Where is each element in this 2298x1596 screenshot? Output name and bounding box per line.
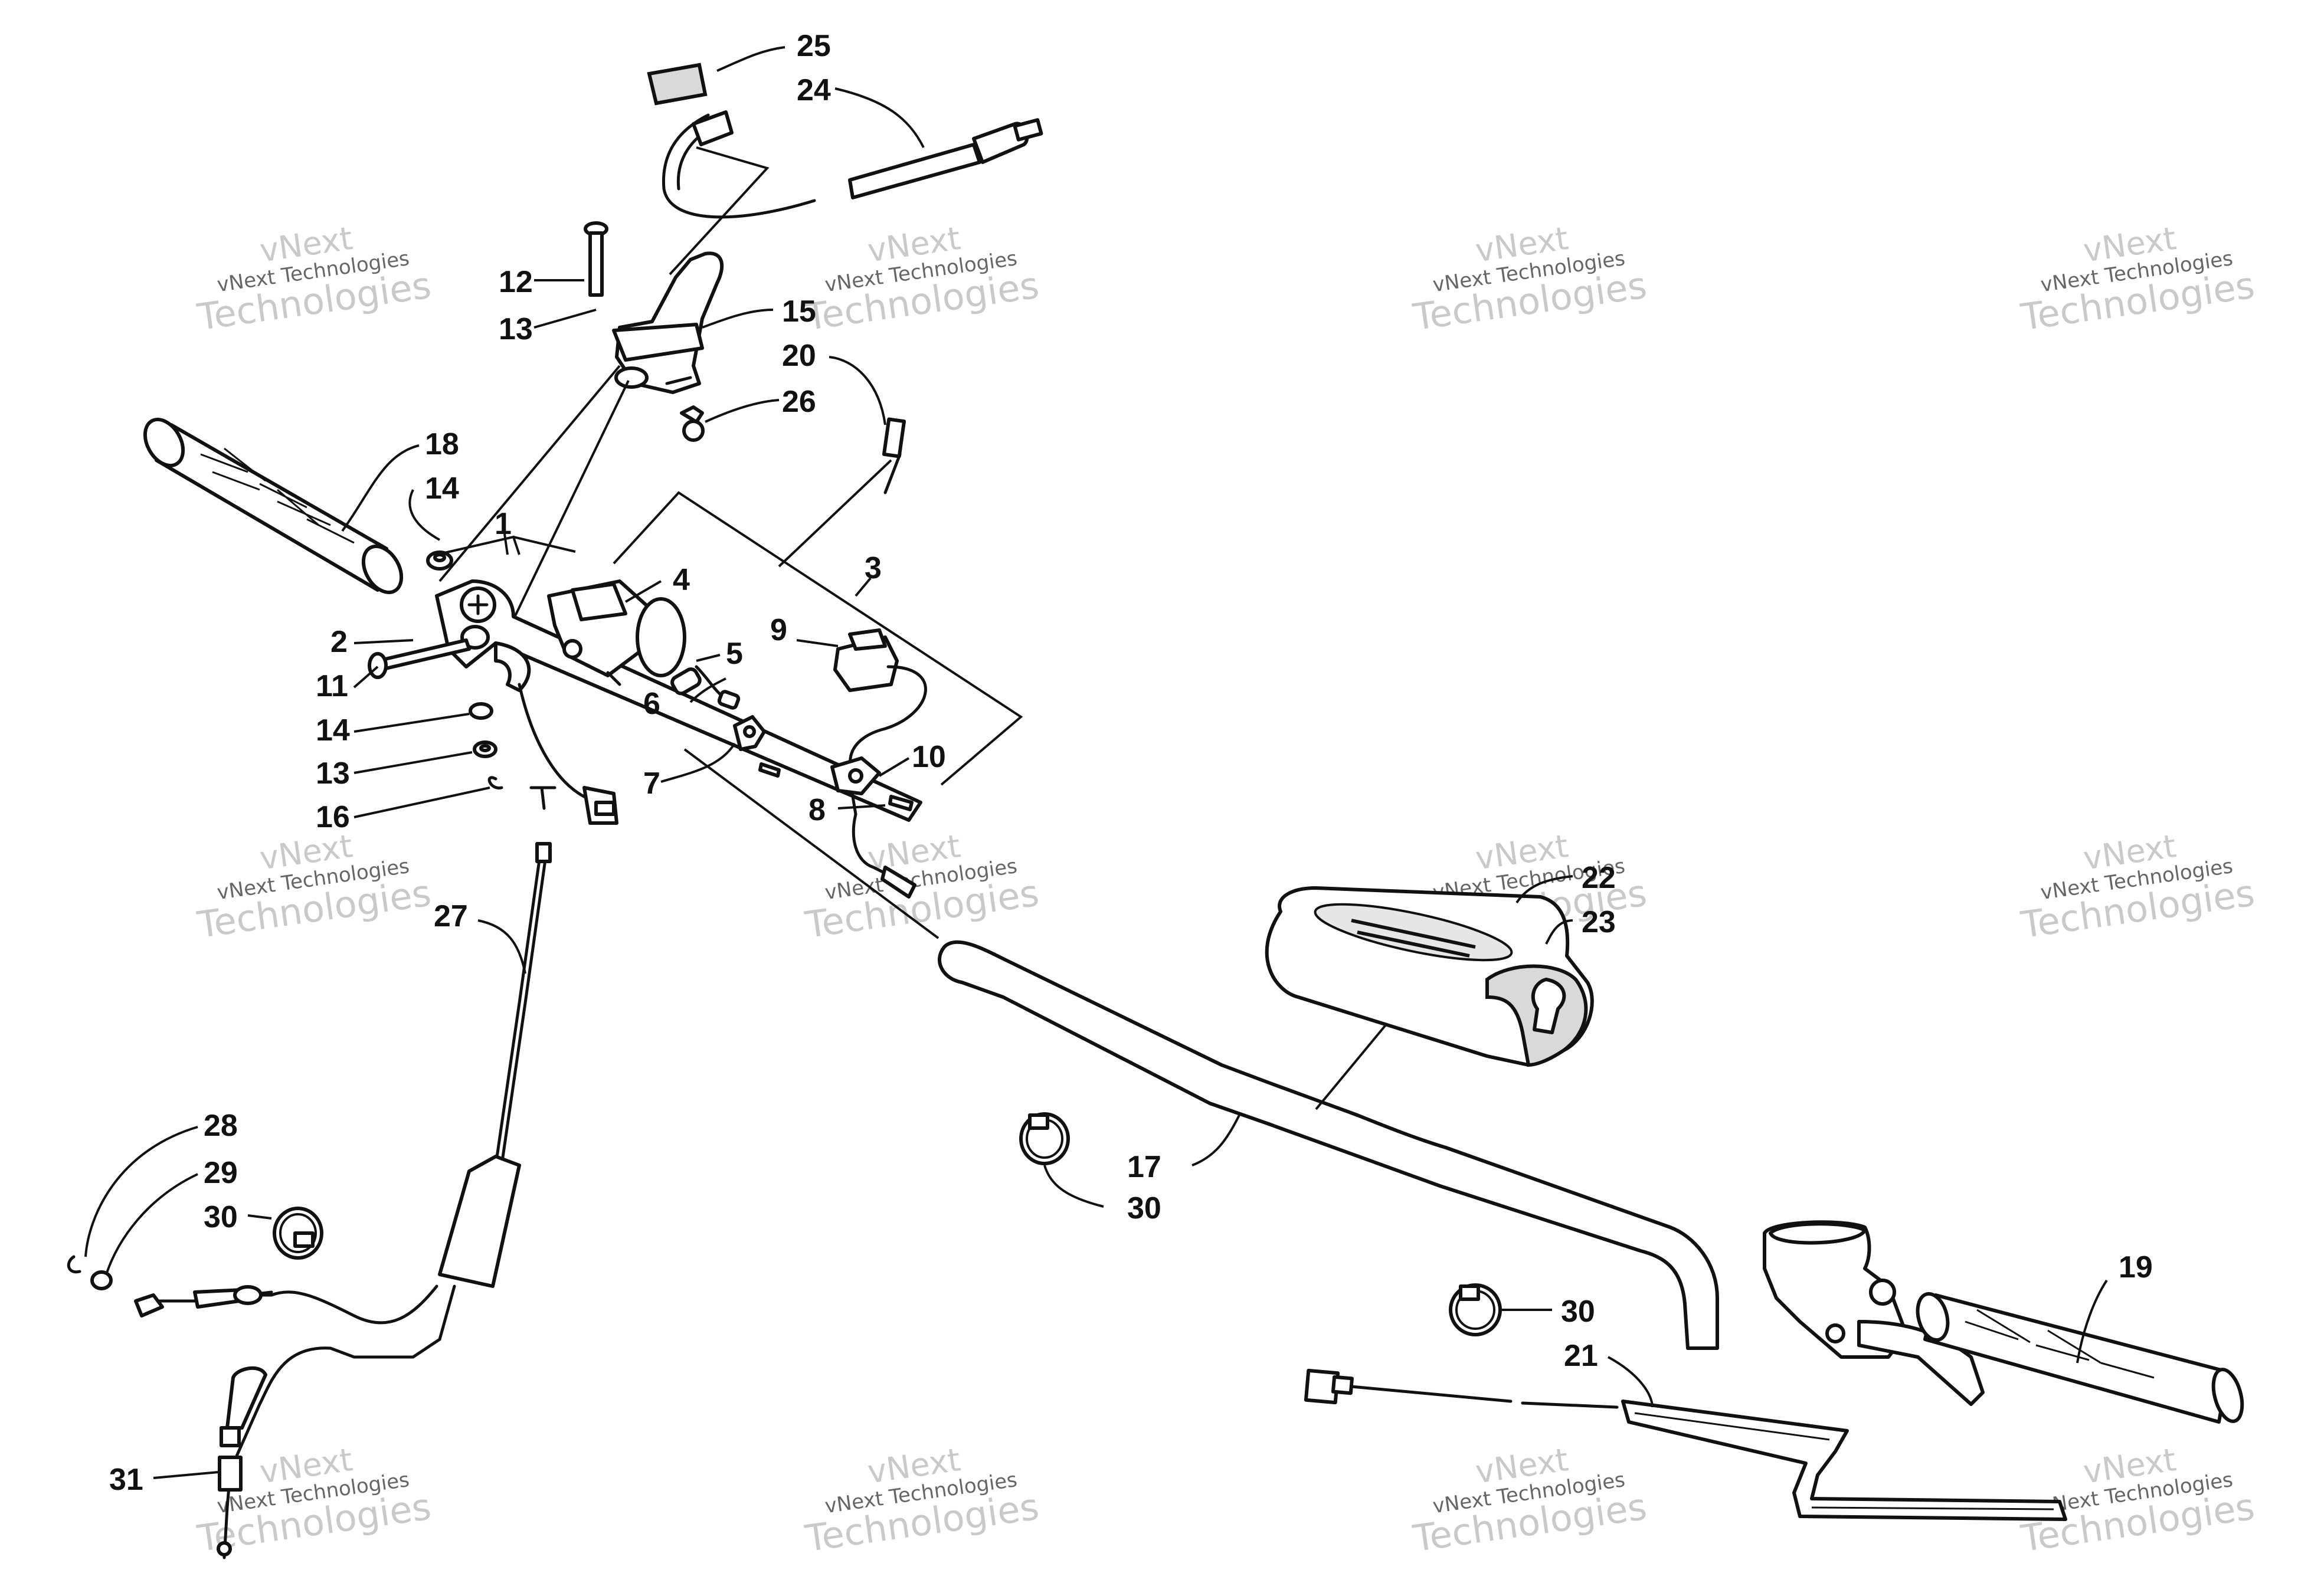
callout-29: 29 bbox=[204, 1156, 238, 1190]
callout-15: 15 bbox=[782, 294, 816, 329]
part-clamp bbox=[1019, 1112, 1070, 1165]
part-handlebar bbox=[937, 940, 1719, 1350]
callout-17: 17 bbox=[1127, 1150, 1161, 1184]
callout-12: 12 bbox=[499, 265, 533, 299]
callout-22: 22 bbox=[1582, 861, 1616, 895]
part-crossbar-pad bbox=[1265, 886, 1594, 1067]
part-brake-master-cylinder bbox=[1763, 1220, 1985, 1406]
callout-7: 7 bbox=[643, 766, 660, 801]
callout-19: 19 bbox=[2119, 1250, 2153, 1284]
callout-6: 6 bbox=[643, 687, 660, 721]
part-nut bbox=[680, 405, 705, 442]
callout-2: 2 bbox=[330, 625, 348, 659]
assembly-bracket-line bbox=[438, 365, 621, 582]
callout-28: 28 bbox=[204, 1109, 238, 1143]
part-switch-assembly bbox=[547, 579, 686, 686]
callout-31: 31 bbox=[109, 1463, 143, 1497]
part-clip bbox=[733, 715, 766, 751]
callout-30a: 30 bbox=[204, 1200, 238, 1234]
part-cable-ring bbox=[90, 1270, 113, 1290]
watermark: vNext vNext Technologies Technologies bbox=[2018, 219, 2257, 339]
part-pad bbox=[647, 63, 708, 106]
part-heater-element bbox=[1304, 1368, 2067, 1521]
watermark: vNext vNext Technologies Technologies bbox=[194, 219, 434, 339]
callout-20: 20 bbox=[782, 339, 816, 373]
assembly-bracket-line bbox=[613, 491, 1023, 786]
callout-1: 1 bbox=[495, 507, 512, 541]
callout-13b: 13 bbox=[316, 756, 350, 791]
callout-labels: 25 24 12 13 15 20 26 18 14 1 4 3 5 9 6 7… bbox=[109, 29, 2153, 1497]
callout-27: 27 bbox=[434, 899, 468, 933]
watermark: vNext vNext Technologies Technologies bbox=[1410, 219, 1649, 339]
part-throttle-cable bbox=[134, 786, 557, 1559]
part-throttle-housing bbox=[435, 579, 922, 822]
callout-14: 14 bbox=[425, 471, 459, 506]
callout-26: 26 bbox=[782, 385, 816, 419]
callout-11: 11 bbox=[316, 669, 348, 703]
callout-10: 10 bbox=[912, 740, 946, 774]
assembly-bracket-line bbox=[669, 146, 770, 276]
part-clamp bbox=[1449, 1283, 1502, 1336]
assembly-bracket-line bbox=[683, 748, 940, 939]
part-screw bbox=[368, 638, 471, 679]
part-e-clip bbox=[487, 776, 503, 789]
callout-25: 25 bbox=[797, 29, 831, 63]
assembly-bracket-line bbox=[512, 380, 630, 620]
callout-24: 24 bbox=[797, 73, 831, 107]
part-screw-small bbox=[758, 762, 914, 811]
watermark: vNext vNext Technologies Technologies bbox=[802, 219, 1042, 339]
callout-5: 5 bbox=[726, 637, 743, 671]
watermark: vNext vNext Technologies Technologies bbox=[802, 827, 1042, 946]
part-kill-switch bbox=[833, 628, 927, 899]
watermark: vNext vNext Technologies Technologies bbox=[194, 827, 434, 946]
callout-3: 3 bbox=[865, 551, 882, 585]
callout-4: 4 bbox=[673, 563, 690, 597]
part-pin bbox=[584, 221, 608, 297]
part-cable-clip bbox=[67, 1255, 81, 1274]
leader-lines bbox=[84, 46, 2108, 1479]
part-wire-harness bbox=[662, 110, 1043, 219]
watermark: vNext vNext Technologies Technologies bbox=[802, 1441, 1042, 1560]
part-cable-pin bbox=[882, 417, 906, 494]
callout-30c: 30 bbox=[1561, 1295, 1595, 1329]
callout-8: 8 bbox=[808, 793, 826, 827]
callout-16: 16 bbox=[316, 800, 350, 834]
callout-23: 23 bbox=[1582, 905, 1616, 939]
part-throttle-lever bbox=[612, 251, 724, 394]
watermark: vNext vNext Technologies Technologies bbox=[2018, 827, 2257, 946]
part-clamp bbox=[273, 1207, 323, 1260]
callout-30b: 30 bbox=[1127, 1191, 1161, 1225]
watermark: vNext vNext Technologies Technologies bbox=[1410, 1441, 1649, 1560]
callout-21: 21 bbox=[1564, 1339, 1598, 1373]
part-microswitch bbox=[695, 665, 741, 710]
watermark-layer: vNext vNext Technologies Technologies vN… bbox=[194, 219, 2257, 1560]
assembly-bracket-line bbox=[778, 459, 892, 568]
part-right-grip bbox=[1916, 1292, 2244, 1424]
callout-14b: 14 bbox=[316, 713, 350, 748]
assembly-bracket-line bbox=[1315, 1023, 1388, 1110]
callout-18: 18 bbox=[425, 427, 459, 461]
part-left-grip bbox=[143, 418, 404, 594]
part-washer bbox=[469, 702, 493, 720]
part-washer bbox=[426, 550, 453, 571]
part-bracket bbox=[830, 756, 881, 795]
callout-13: 13 bbox=[499, 312, 533, 346]
callout-9: 9 bbox=[770, 613, 787, 647]
part-heater-wire bbox=[518, 683, 618, 825]
assembly-bracket-line bbox=[513, 536, 576, 553]
watermark: vNext vNext Technologies Technologies bbox=[2018, 1441, 2257, 1560]
part-lock-washer bbox=[473, 740, 497, 758]
part-plunger bbox=[670, 667, 702, 696]
